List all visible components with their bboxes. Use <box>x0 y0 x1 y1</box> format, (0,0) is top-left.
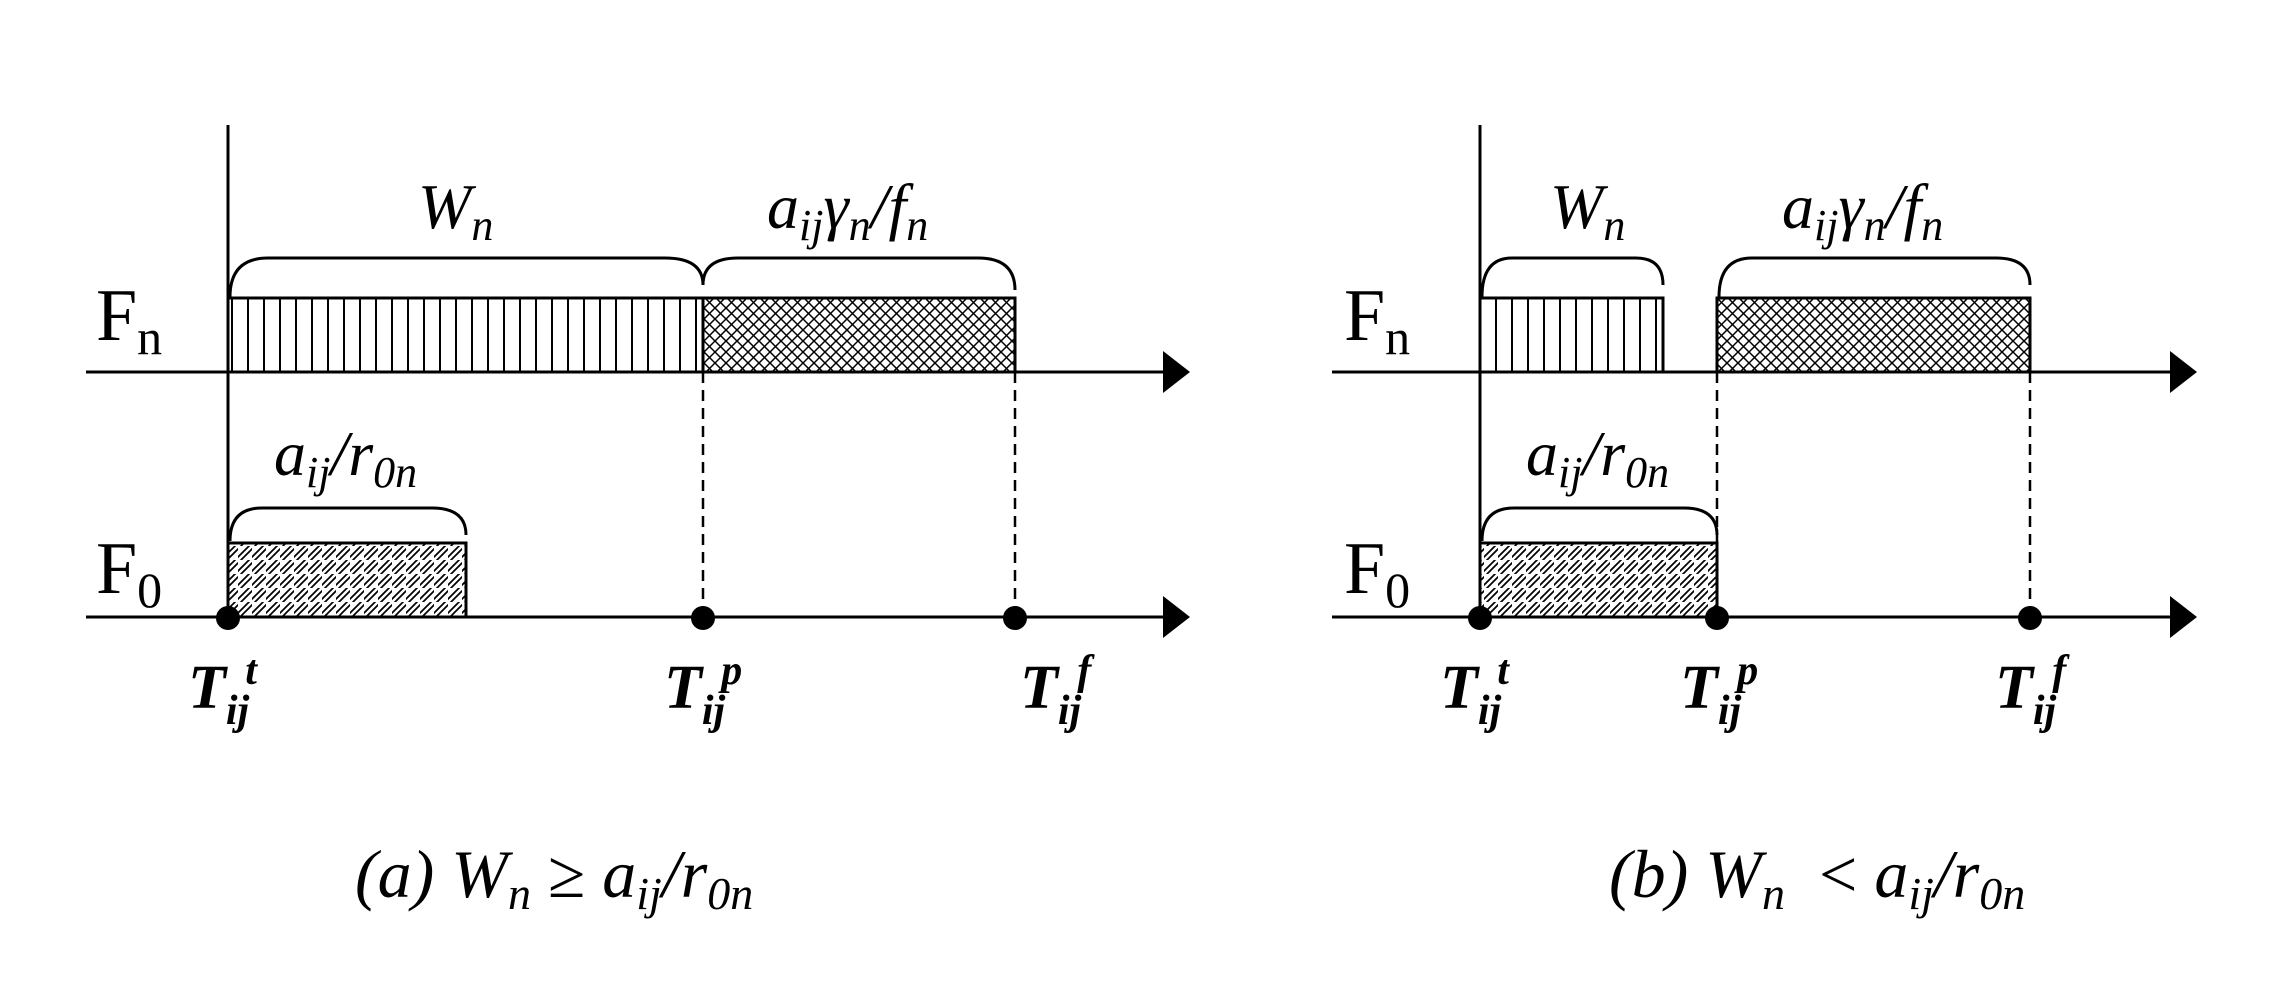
compute-label: aijγn/fn <box>767 171 928 250</box>
caption-a: (a) Wn ≥ aij/r0n <box>355 836 753 919</box>
wait-brace <box>1480 256 1665 298</box>
transfer-brace <box>228 506 468 542</box>
tf-time-label: Tijf <box>1995 648 2070 734</box>
panel-b: Fn F0 Wn aijγn/fn aij/r0n Tijt Tijp Tijf… <box>1332 125 2197 924</box>
tp-time-label: Tijp <box>664 648 742 734</box>
wait-label: Wn <box>418 171 493 250</box>
f0-axis-arrow-icon <box>1163 596 1190 638</box>
caption-b: (b) Wn < aij/r0n <box>1490 836 2110 924</box>
wait-bar <box>226 296 705 374</box>
transfer-brace <box>1480 506 1719 542</box>
tt-time-label: Tijt <box>188 648 258 734</box>
tp-time-label: Tijp <box>1680 648 1758 734</box>
tf-dot <box>1003 606 1027 630</box>
compute-label: aijγn/fn <box>1782 171 1943 250</box>
tt-dot <box>1468 606 1492 630</box>
wait-label: Wn <box>1550 171 1625 250</box>
f0-row-label: F0 <box>96 528 162 618</box>
transfer-bar <box>1478 541 1719 619</box>
wait-bar <box>1478 296 1665 374</box>
tf-time-label: Tijf <box>1020 648 1095 734</box>
compute-bar <box>701 296 1017 374</box>
compute-brace <box>1717 256 2032 298</box>
tp-dot <box>1705 606 1729 630</box>
fn-row-label: Fn <box>96 275 162 365</box>
compute-bar <box>1715 296 2032 374</box>
transfer-label: aij/r0n <box>274 418 417 497</box>
tp-dot <box>691 606 715 630</box>
tt-dot <box>216 606 240 630</box>
tt-time-label: Tijt <box>1440 648 1510 734</box>
transfer-bar <box>226 541 468 619</box>
wait-brace <box>228 256 705 298</box>
f0-row-label: F0 <box>1344 528 1410 618</box>
fn-axis-arrow-icon <box>1163 351 1190 393</box>
fn-row-label: Fn <box>1344 275 1410 365</box>
compute-brace <box>701 256 1017 291</box>
tf-dot <box>2018 606 2042 630</box>
panel-a: Fn F0 Wn aijγn/fn aij/r0n Tijt Tijp Tijf… <box>86 125 1190 919</box>
f0-axis-arrow-icon <box>2170 596 2197 638</box>
transfer-label: aij/r0n <box>1526 418 1669 497</box>
fn-axis-arrow-icon <box>2170 351 2197 393</box>
